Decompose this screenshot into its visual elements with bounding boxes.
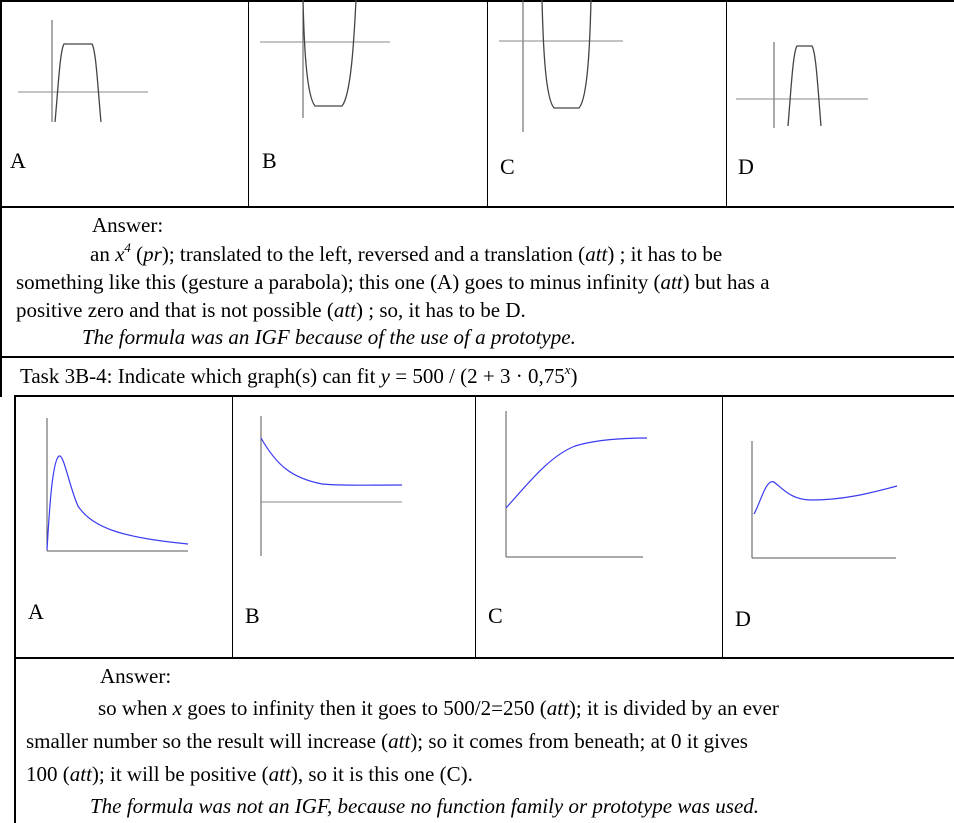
graph-1a — [18, 20, 148, 123]
cell-divider-3-row3 — [722, 395, 723, 658]
decay-to-asymptote-graph-icon — [260, 416, 403, 556]
answer-1-line-2: something like this (gesture a parabola)… — [16, 270, 770, 294]
answer-2-line-3: 100 (att); it will be positive (att), so… — [26, 762, 473, 786]
graph-label-1c: C — [500, 154, 515, 179]
cell-divider-2-row3 — [475, 395, 476, 658]
quartic-graph-inverted-positive-zero-icon — [18, 20, 148, 123]
conclusion-1: The formula was an IGF because of the us… — [82, 325, 576, 349]
graph-1c — [499, 0, 623, 132]
bump-then-rise-graph-icon — [751, 441, 898, 559]
graph-label-2a: A — [28, 599, 44, 624]
graph-label-2b: B — [245, 603, 260, 628]
graph-label-1d: D — [738, 154, 754, 179]
graph-2d — [751, 441, 898, 559]
cell-divider-1-row1 — [248, 0, 249, 207]
spike-decay-graph-icon — [46, 418, 189, 552]
table-border-task2-title-bottom — [14, 395, 954, 397]
answer-2-line-1: so when x goes to infinity then it goes … — [98, 696, 779, 720]
graph-label-2c: C — [488, 603, 503, 628]
graph-2a — [46, 418, 189, 552]
answer-heading-2: Answer: — [100, 664, 172, 688]
quartic-graph-inverted-icon — [736, 42, 868, 128]
cell-divider-3-row1 — [726, 0, 727, 207]
quartic-graph-upright-below-axis-icon — [260, 0, 390, 118]
answer-1-line-3: positive zero and that is not possible (… — [16, 298, 526, 322]
table-border-left-row1 — [0, 0, 2, 358]
graph-2c — [505, 411, 648, 558]
table-border-graphs1-bottom — [0, 206, 954, 208]
graph-1b — [260, 0, 390, 118]
table-border-left-row2 — [0, 356, 2, 397]
logistic-rise-graph-icon — [505, 411, 648, 558]
cell-divider-2-row1 — [487, 0, 488, 207]
task-2-title: Task 3B-4: Indicate which graph(s) can f… — [20, 362, 578, 388]
cell-divider-1-row3 — [232, 395, 233, 658]
answer-heading-1: Answer: — [92, 213, 164, 237]
graph-2b — [260, 416, 403, 556]
table-border-left-row3 — [14, 395, 16, 823]
graph-label-1b: B — [262, 148, 277, 173]
quartic-graph-upright-below-axis-icon — [499, 0, 623, 132]
formula-y: y — [380, 364, 390, 388]
conclusion-2: The formula was not an IGF, because no f… — [90, 794, 760, 818]
graph-label-2d: D — [735, 606, 751, 631]
table-border-answer1-bottom — [0, 356, 954, 358]
table-border-graphs2-bottom — [14, 657, 954, 659]
graph-1d — [736, 42, 868, 128]
table-border-top — [0, 0, 954, 2]
graph-label-1a: A — [10, 148, 26, 173]
answer-2-line-2: smaller number so the result will increa… — [26, 729, 748, 753]
answer-1-line-1: an x4 (pr); translated to the left, reve… — [90, 240, 723, 266]
